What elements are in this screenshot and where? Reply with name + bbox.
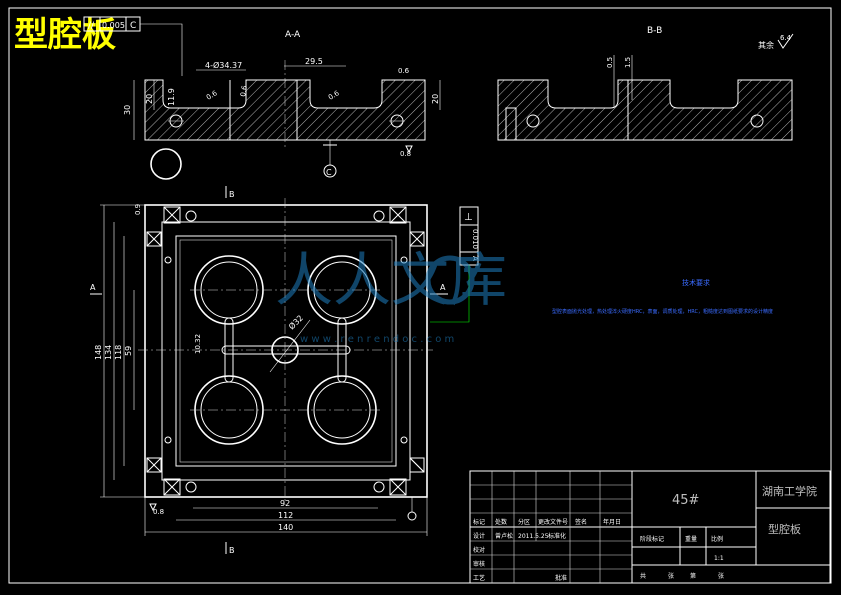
- drawing-border: [8, 7, 832, 584]
- svg-text:B: B: [229, 546, 235, 555]
- svg-text:2011.5.25: 2011.5.25: [518, 533, 549, 540]
- svg-text:118: 118: [114, 345, 123, 360]
- svg-text:1.5: 1.5: [624, 57, 632, 68]
- svg-text:20: 20: [145, 94, 154, 104]
- svg-text:C: C: [130, 21, 136, 31]
- tech-req-text: 型腔表面抛光处理，热处理淬火硬度HRC，表面，调质处理，HRC，粗糙度达到图纸要…: [552, 308, 773, 315]
- svg-text:C: C: [326, 168, 332, 177]
- svg-text:处数: 处数: [495, 518, 507, 526]
- watermark: 人人文库 w w w . r e n r e n d o c . c o m: [275, 246, 507, 345]
- svg-text:92: 92: [280, 499, 290, 508]
- svg-text:30: 30: [123, 105, 132, 115]
- svg-text:比例: 比例: [711, 535, 723, 543]
- corner-pins: [146, 206, 425, 496]
- svg-text:标准化: 标准化: [548, 532, 566, 540]
- svg-text:6.4: 6.4: [780, 34, 792, 42]
- svg-text:张: 张: [718, 572, 724, 580]
- svg-text:第: 第: [690, 572, 696, 580]
- svg-text:重量: 重量: [685, 535, 697, 543]
- svg-text:0.010: 0.010: [471, 229, 479, 249]
- svg-text:20: 20: [431, 94, 440, 104]
- school-name: 湖南工学院: [762, 484, 817, 498]
- svg-text:140: 140: [278, 523, 293, 532]
- svg-text:批准: 批准: [555, 574, 567, 582]
- svg-text:A: A: [471, 256, 479, 261]
- svg-text:w w w . r e n r e n d o c . c: w w w . r e n r e n d o c . c o m: [300, 334, 454, 345]
- svg-text:⊥: ⊥: [464, 212, 473, 223]
- svg-text:Ø32: Ø32: [286, 313, 305, 332]
- svg-text:更改文件号: 更改文件号: [538, 518, 568, 526]
- svg-text:签名: 签名: [575, 518, 587, 526]
- svg-text:A: A: [90, 283, 96, 292]
- svg-text://: //: [88, 21, 95, 31]
- svg-text:1:1: 1:1: [714, 555, 724, 562]
- section-label-bb: B-B: [647, 26, 662, 36]
- drawing-title: 型腔板: [14, 15, 116, 55]
- svg-text:0.9: 0.9: [134, 204, 142, 215]
- roughness-note: 其余 6.4: [758, 33, 794, 50]
- svg-text:张: 张: [668, 572, 674, 580]
- svg-text:29.5: 29.5: [305, 57, 323, 66]
- svg-text:设计: 设计: [473, 532, 485, 540]
- tech-req-heading: 技术要求: [682, 278, 710, 287]
- svg-text:0.8: 0.8: [153, 508, 164, 516]
- title-block: 标记 处数 分区 更改文件号 签名 年月日 设计 曾卢松 2011.5.25 标…: [469, 470, 831, 584]
- svg-text:年月日: 年月日: [603, 518, 621, 526]
- section-label-aa: A-A: [285, 30, 301, 40]
- svg-text:分区: 分区: [518, 518, 530, 526]
- svg-text:0.5: 0.5: [606, 57, 614, 68]
- svg-text:共: 共: [640, 572, 646, 580]
- svg-text:其余: 其余: [758, 40, 774, 50]
- svg-text:0.005: 0.005: [102, 21, 125, 30]
- svg-text:A: A: [440, 283, 446, 292]
- svg-text:0.6: 0.6: [205, 89, 219, 102]
- svg-text:B: B: [229, 190, 235, 199]
- plan-view: 148 134 118 59 10.32 Ø32 0.9 92 112 140 …: [90, 186, 448, 555]
- svg-text:112: 112: [278, 511, 293, 520]
- svg-text:标记: 标记: [473, 518, 485, 526]
- svg-text:0.6: 0.6: [327, 89, 341, 102]
- svg-text:校对: 校对: [473, 546, 485, 554]
- svg-text:工艺: 工艺: [473, 574, 485, 582]
- svg-text:0.6: 0.6: [239, 84, 249, 97]
- svg-text:148: 148: [94, 345, 103, 360]
- svg-text:人人文库: 人人文库: [275, 246, 507, 314]
- sprue-circle: [150, 148, 182, 180]
- svg-text:134: 134: [104, 345, 113, 360]
- svg-text:曾卢松: 曾卢松: [495, 532, 513, 540]
- svg-text:阶段标记: 阶段标记: [640, 535, 664, 543]
- svg-text:59: 59: [124, 346, 133, 356]
- section-view-aa: 4-Ø34.37 29.5 30 20 11.9 20 0.6 0.6 0.6 …: [123, 57, 441, 178]
- svg-text:审核: 审核: [473, 560, 485, 568]
- svg-text:0.6: 0.6: [398, 67, 410, 75]
- svg-text:4-Ø34.37: 4-Ø34.37: [205, 60, 242, 70]
- part-name: 型腔板: [768, 522, 801, 536]
- svg-text:10.32: 10.32: [194, 334, 202, 354]
- tolerance-frame: // 0.005 C: [83, 16, 183, 76]
- material: 45#: [672, 493, 699, 508]
- section-view-bb: 0.5 1.5: [497, 55, 793, 141]
- svg-text:0.8: 0.8: [400, 150, 411, 158]
- svg-text:11.9: 11.9: [167, 88, 176, 106]
